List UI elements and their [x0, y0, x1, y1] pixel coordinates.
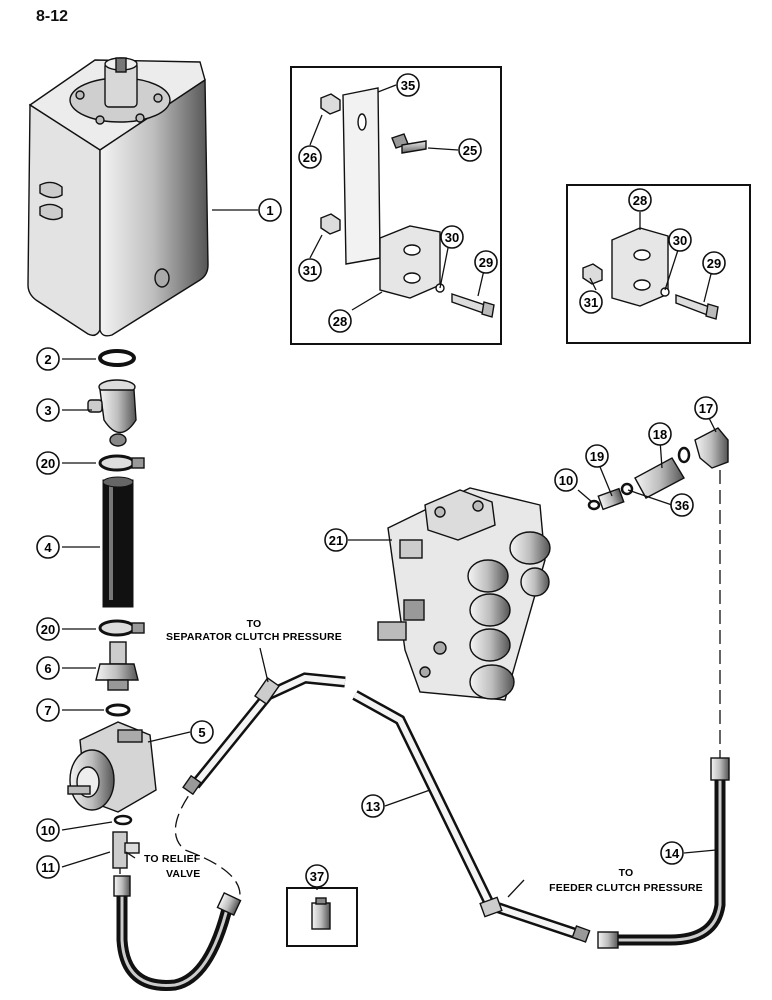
relief-valve-text-2: VALVE	[166, 868, 200, 880]
svg-text:3: 3	[44, 403, 51, 418]
relief-valve-text-1: TO RELIEF	[144, 853, 201, 865]
svg-text:7: 7	[44, 703, 51, 718]
callout-1: 1	[258, 198, 282, 222]
elbow-fitting-3	[87, 379, 137, 447]
callout-35: 35	[396, 73, 420, 97]
svg-text:13: 13	[366, 799, 380, 814]
svg-text:10: 10	[41, 823, 55, 838]
svg-text:6: 6	[44, 661, 51, 676]
pressure-hose-loop	[113, 779, 242, 991]
tee-fitting-11	[112, 831, 140, 869]
callout-25: 25	[458, 138, 482, 162]
hose-clamp-20-upper	[98, 454, 145, 472]
callout-14: 14	[660, 841, 684, 865]
callout-4: 4	[36, 535, 60, 559]
svg-text:17: 17	[699, 401, 713, 416]
hose-adapter-6	[95, 641, 139, 691]
svg-text:2: 2	[44, 352, 51, 367]
svg-text:28: 28	[333, 314, 347, 329]
callout-2: 2	[36, 347, 60, 371]
svg-text:36: 36	[675, 498, 689, 513]
svg-text:10: 10	[559, 473, 573, 488]
svg-text:30: 30	[445, 230, 459, 245]
callout-29-left: 29	[474, 250, 498, 274]
o-ring-10-pump	[113, 814, 133, 826]
feeder-clutch-pressure-text: FEEDER CLUTCH PRESSURE	[549, 882, 703, 894]
separator-to-text: TO	[247, 618, 262, 630]
callout-13: 13	[361, 794, 385, 818]
hydraulic-pump-5	[67, 721, 157, 813]
callout-29-right: 29	[702, 251, 726, 275]
callout-6: 6	[36, 656, 60, 680]
callout-28-right: 28	[628, 188, 652, 212]
separator-clutch-tube	[182, 672, 346, 796]
callout-10-valve: 10	[554, 468, 578, 492]
o-ring-2	[98, 349, 136, 367]
callout-26: 26	[298, 145, 322, 169]
callout-17: 17	[694, 396, 718, 420]
callout-3: 3	[36, 398, 60, 422]
callout-5: 5	[190, 720, 214, 744]
valve-spool-caps	[467, 531, 551, 700]
svg-text:4: 4	[44, 540, 52, 555]
svg-text:25: 25	[463, 143, 477, 158]
svg-text:37: 37	[310, 869, 324, 884]
svg-text:31: 31	[303, 263, 317, 278]
svg-text:1: 1	[266, 203, 273, 218]
callout-37: 37	[305, 864, 329, 888]
callout-11: 11	[36, 855, 60, 879]
callout-31-left: 31	[298, 258, 322, 282]
valve-fittings-group	[587, 427, 729, 511]
svg-text:26: 26	[303, 150, 317, 165]
fitting-37-inset	[286, 887, 358, 947]
callout-31-right: 31	[579, 290, 603, 314]
svg-text:30: 30	[673, 233, 687, 248]
callout-18: 18	[648, 422, 672, 446]
suction-hose-4	[102, 476, 134, 608]
feeder-clutch-tube-13	[352, 690, 591, 943]
feeder-to-text: TO	[619, 867, 634, 879]
svg-text:29: 29	[707, 256, 721, 271]
callout-19: 19	[585, 444, 609, 468]
hose-clamp-20-lower	[98, 619, 145, 637]
svg-text:28: 28	[633, 193, 647, 208]
svg-text:18: 18	[653, 427, 667, 442]
hose-14	[597, 470, 730, 949]
reservoir-tank	[27, 57, 209, 337]
page-number: 8-12	[36, 8, 69, 25]
svg-text:20: 20	[41, 622, 55, 637]
svg-text:31: 31	[584, 295, 598, 310]
callout-10-pump: 10	[36, 818, 60, 842]
callout-20-lower: 20	[36, 617, 60, 641]
svg-text:29: 29	[479, 255, 493, 270]
svg-text:19: 19	[590, 449, 604, 464]
clamp-kit-inset	[566, 184, 751, 344]
svg-text:5: 5	[198, 725, 205, 740]
callout-21: 21	[324, 528, 348, 552]
callout-20-upper: 20	[36, 451, 60, 475]
svg-text:21: 21	[329, 533, 343, 548]
separator-clutch-pressure-text: SEPARATOR CLUTCH PRESSURE	[166, 631, 342, 643]
callout-28-left: 28	[328, 309, 352, 333]
bracket-kit-inset	[290, 66, 502, 345]
svg-text:35: 35	[401, 78, 415, 93]
callout-30-right: 30	[668, 228, 692, 252]
svg-text:14: 14	[665, 846, 680, 861]
callout-7: 7	[36, 698, 60, 722]
control-valve-21	[377, 487, 551, 701]
svg-text:11: 11	[41, 860, 55, 875]
svg-text:20: 20	[41, 456, 55, 471]
callout-30-left: 30	[440, 225, 464, 249]
callout-36: 36	[670, 493, 694, 517]
o-ring-7	[105, 703, 131, 717]
